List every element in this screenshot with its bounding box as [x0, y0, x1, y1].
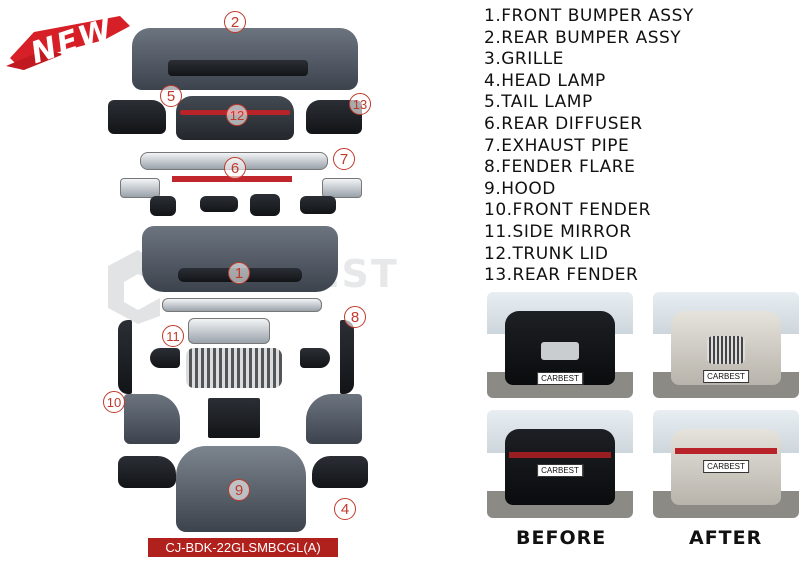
- parts-list-item: 13.REAR FENDER: [484, 265, 639, 286]
- callout-13: 13: [349, 93, 371, 115]
- new-banner: NEW: [4, 10, 134, 72]
- parts-list-item: 4.HEAD LAMP: [484, 70, 606, 91]
- taillights-before-rear: [509, 452, 611, 458]
- mount-plate: [208, 398, 260, 438]
- bracket-1: [150, 196, 176, 216]
- front-trim-bar: [162, 298, 322, 312]
- head-lamp-right: [312, 456, 368, 488]
- parts-list-item: 11.SIDE MIRROR: [484, 221, 632, 242]
- parts-list-item: 10.FRONT FENDER: [484, 200, 651, 221]
- rear-bumper-diffuser: [168, 60, 308, 76]
- parts-list-item: 2.REAR BUMPER ASSY: [484, 27, 682, 48]
- grille-main: [186, 348, 282, 388]
- parts-list-item: 6.REAR DIFFUSER: [484, 113, 643, 134]
- callout-9: 9: [228, 479, 250, 501]
- parts-list-item: 8.FENDER FLARE: [484, 157, 636, 178]
- front-fender-right: [306, 394, 362, 444]
- grille-upper: [188, 318, 270, 344]
- fender-flare-left: [118, 320, 132, 394]
- head-lamp-left: [118, 456, 176, 488]
- plate-before-front: CARBEST: [537, 372, 583, 385]
- callout-6: 6: [224, 157, 246, 179]
- exhaust-pipe-right: [322, 178, 362, 198]
- exhaust-pipe-left: [120, 178, 160, 198]
- diffuser-red-strip: [172, 176, 292, 182]
- parts-list: 1.FRONT BUMPER ASSY 2.REAR BUMPER ASSY 3…: [484, 6, 694, 287]
- tail-lamp-left: [108, 100, 166, 134]
- grille-before-front: [541, 342, 579, 360]
- photo-after-front: CARBEST: [653, 292, 799, 398]
- callout-11: 11: [162, 325, 184, 347]
- parts-list-item: 9.HOOD: [484, 178, 556, 199]
- parts-list-item: 3.GRILLE: [484, 49, 564, 70]
- bracket-2: [200, 196, 238, 212]
- side-mirror-left: [150, 348, 180, 368]
- parts-list-item: 5.TAIL LAMP: [484, 92, 593, 113]
- parts-list-item: 12.TRUNK LID: [484, 243, 609, 264]
- callout-2: 2: [224, 11, 246, 33]
- parts-list-item: 7.EXHAUST PIPE: [484, 135, 630, 156]
- callout-7: 7: [333, 148, 355, 170]
- bracket-3: [250, 194, 280, 216]
- plate-after-rear: CARBEST: [703, 460, 749, 473]
- photo-before-front: CARBEST: [487, 292, 633, 398]
- callout-10: 10: [103, 391, 125, 413]
- photo-after-rear: CARBEST: [653, 410, 799, 518]
- plate-after-front: CARBEST: [703, 370, 749, 383]
- callout-1: 1: [228, 262, 250, 284]
- parts-list-item: 1.FRONT BUMPER ASSY: [484, 6, 694, 26]
- callout-4: 4: [334, 498, 356, 520]
- product-code: CJ-BDK-22GLSMBCGL(A): [148, 538, 338, 557]
- before-label: BEFORE: [516, 527, 607, 549]
- fender-flare-right: [340, 320, 354, 394]
- photo-before-rear: CARBEST: [487, 410, 633, 518]
- callout-5: 5: [160, 85, 182, 107]
- taillights-after-rear: [675, 448, 777, 454]
- callout-8: 8: [344, 306, 366, 328]
- rear-bumper: [132, 28, 358, 90]
- plate-before-rear: CARBEST: [537, 464, 583, 477]
- grille-after-front: [707, 336, 745, 364]
- banner-brush-icon: [6, 16, 130, 70]
- front-fender-left: [124, 394, 180, 444]
- side-mirror-right: [300, 348, 330, 368]
- bracket-4: [300, 196, 336, 214]
- callout-12: 12: [226, 104, 248, 126]
- after-label: AFTER: [689, 527, 763, 549]
